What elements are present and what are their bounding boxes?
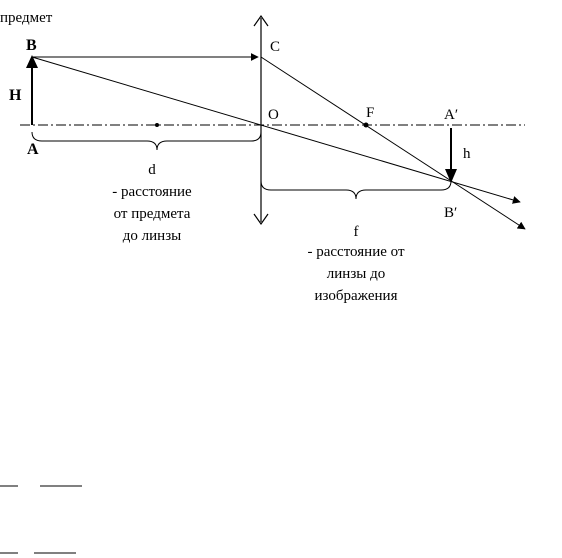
d-desc-line-2: от предмета: [114, 206, 191, 222]
object-arrowhead-icon: [26, 55, 38, 68]
d-desc-line-1: - расстояние: [112, 184, 192, 200]
label-H: H: [9, 87, 22, 104]
f-desc-line-1: - расстояние от: [307, 244, 404, 260]
distance-f-brace: [260, 180, 452, 200]
label-d: d: [148, 162, 156, 178]
lens-bottom-arrow-icon: [253, 213, 269, 226]
focus-point: [363, 122, 369, 128]
label-A-prime: A′: [444, 107, 458, 123]
label-O: O: [268, 107, 279, 123]
label-B: B: [26, 37, 37, 54]
label-F: F: [366, 105, 374, 121]
label-f: f: [354, 224, 359, 240]
ray-refracted-through-focus: [260, 56, 526, 230]
label-h: h: [463, 146, 471, 162]
label-A: A: [27, 141, 39, 158]
f-desc-line-2: линзы до: [327, 266, 385, 282]
d-desc-line-3: до линзы: [123, 228, 181, 244]
f-desc-line-3: изображения: [315, 288, 398, 304]
ray-through-center: [31, 56, 521, 204]
axis-midpoint-dot: [155, 123, 159, 127]
distance-d-brace: [31, 131, 262, 151]
label-C: C: [270, 39, 280, 55]
image-arrowhead-icon: [445, 169, 457, 183]
object-caption: предмет: [0, 10, 53, 26]
label-B-prime: B′: [444, 205, 457, 221]
lens-top-arrow-icon: [253, 14, 269, 27]
